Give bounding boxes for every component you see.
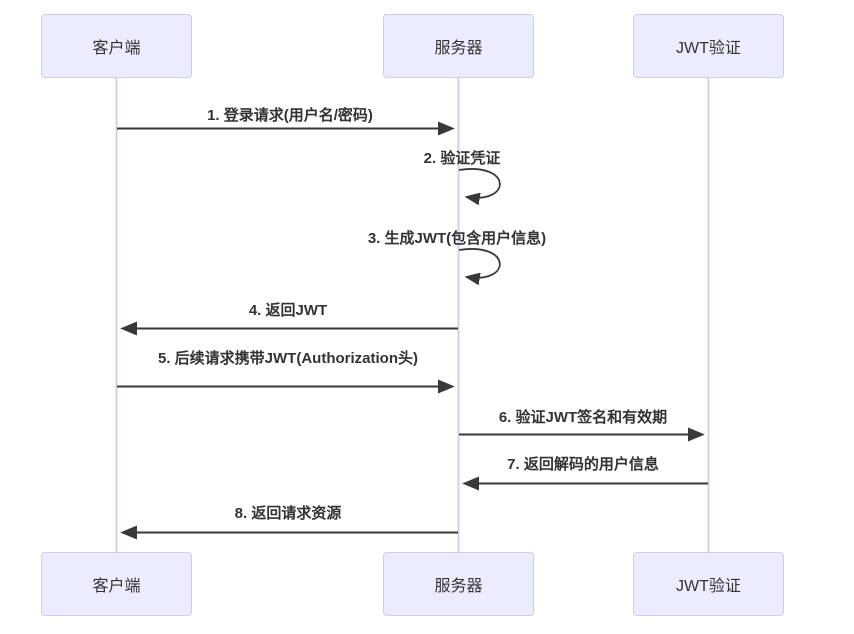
message-4-label: 4. 返回JWT — [248, 302, 328, 319]
message-6-label: 6. 验证JWT签名和有效期 — [498, 409, 668, 426]
message-8-label: 8. 返回请求资源 — [234, 505, 342, 522]
actor-top-server: 服务器 — [383, 14, 534, 78]
actor-top-client-label: 客户端 — [92, 40, 141, 57]
actor-top-server-label: 服务器 — [434, 40, 483, 57]
actor-top-jwt: JWT验证 — [633, 14, 784, 78]
actor-top-jwt-label: JWT验证 — [676, 40, 741, 57]
message-1-label: 1. 登录请求(用户名/密码) — [207, 107, 373, 124]
message-5-label: 5. 后续请求携带JWT(Authorization头) — [158, 350, 418, 367]
message-2-self-loop-arrow — [458, 168, 501, 206]
actor-bottom-jwt: JWT验证 — [633, 552, 784, 616]
message-7-label: 7. 返回解码的用户信息 — [507, 456, 659, 473]
message-2-label: 2. 验证凭证 — [423, 150, 501, 167]
actor-bottom-client: 客户端 — [41, 552, 192, 616]
actor-bottom-server-label: 服务器 — [434, 578, 483, 595]
actor-bottom-client-label: 客户端 — [92, 578, 141, 595]
message-3-label: 3. 生成JWT(包含用户信息) — [367, 230, 547, 247]
message-3-self-loop-arrow — [458, 248, 501, 286]
actor-bottom-jwt-label: JWT验证 — [676, 578, 741, 595]
actor-top-client: 客户端 — [41, 14, 192, 78]
actor-bottom-server: 服务器 — [383, 552, 534, 616]
